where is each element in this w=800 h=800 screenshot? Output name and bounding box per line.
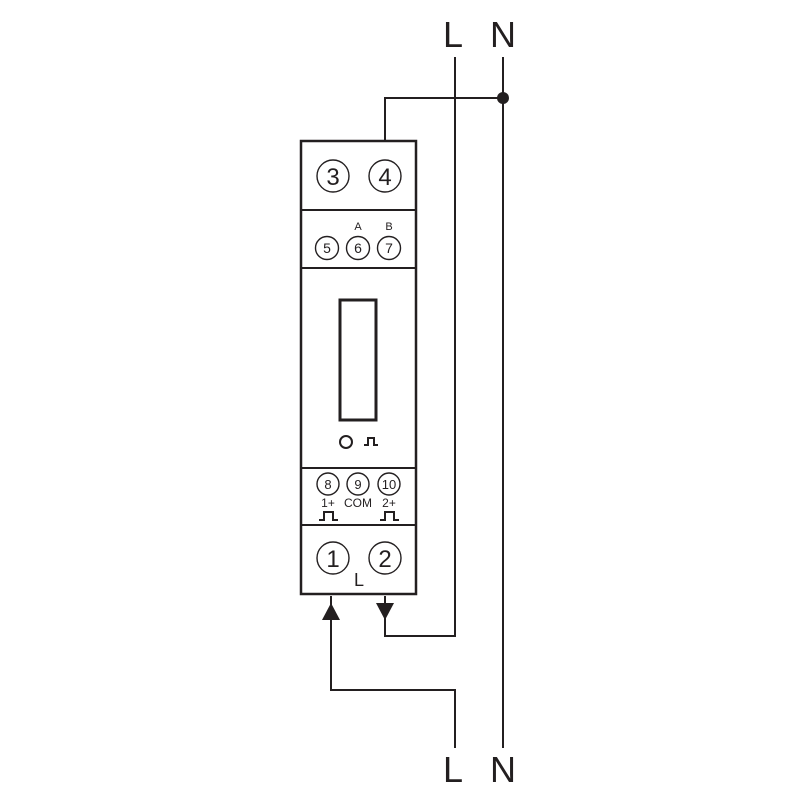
arrow-down-icon: [376, 603, 394, 620]
led-indicator-icon: [339, 435, 353, 449]
terminal-8-label: 8: [324, 477, 331, 492]
terminal-6-label: 6: [354, 240, 362, 256]
terminal-1: [316, 541, 350, 575]
bottom-neutral-label: N: [490, 749, 516, 790]
terminal-5-label: 5: [323, 240, 331, 256]
terminal-3: [316, 159, 350, 193]
terminal-4: [368, 159, 402, 193]
terminal-9-label: 9: [354, 477, 361, 492]
top-neutral-label: N: [490, 14, 516, 55]
terminal-2: [368, 541, 402, 575]
pulse-icon: [364, 437, 378, 446]
terminal-10-label: 10: [382, 477, 396, 492]
rs485-a-label: A: [354, 221, 362, 233]
terminal-7: [376, 235, 402, 261]
arrow-up-icon: [322, 603, 340, 620]
terminal-9: [346, 472, 370, 496]
terminal-2-label: 2: [378, 546, 391, 573]
junction-dot: [497, 92, 509, 104]
bottom-line-label: L: [443, 749, 463, 790]
main-terminal-l-label: L: [354, 570, 364, 590]
meter-housing: [299, 139, 418, 596]
terminal-5: [314, 235, 340, 261]
terminal-8: [316, 472, 340, 496]
rs485-b-label: B: [385, 221, 392, 233]
terminal-10: [377, 472, 401, 496]
pulse-com-label: COM: [344, 496, 372, 510]
neutral-to-meter-wire: [384, 97, 503, 141]
line-in-wire: [330, 596, 456, 748]
terminal-3-label: 3: [326, 164, 339, 191]
pulse-out-2-label: 2+: [382, 496, 396, 510]
terminal-4-label: 4: [378, 164, 391, 191]
terminal-1-label: 1: [326, 546, 339, 573]
energy-meter: 3 4 A B 5 6 7 8 9 10 1+ COM 2+ 1 2 L: [299, 139, 418, 596]
lcd-display: [338, 298, 378, 422]
terminal-7-label: 7: [385, 240, 393, 256]
terminal-6: [345, 235, 371, 261]
pulse-1-icon: [319, 511, 338, 521]
top-line-label: L: [443, 14, 463, 55]
pulse-2-icon: [380, 511, 399, 521]
pulse-out-1-label: 1+: [321, 496, 335, 510]
